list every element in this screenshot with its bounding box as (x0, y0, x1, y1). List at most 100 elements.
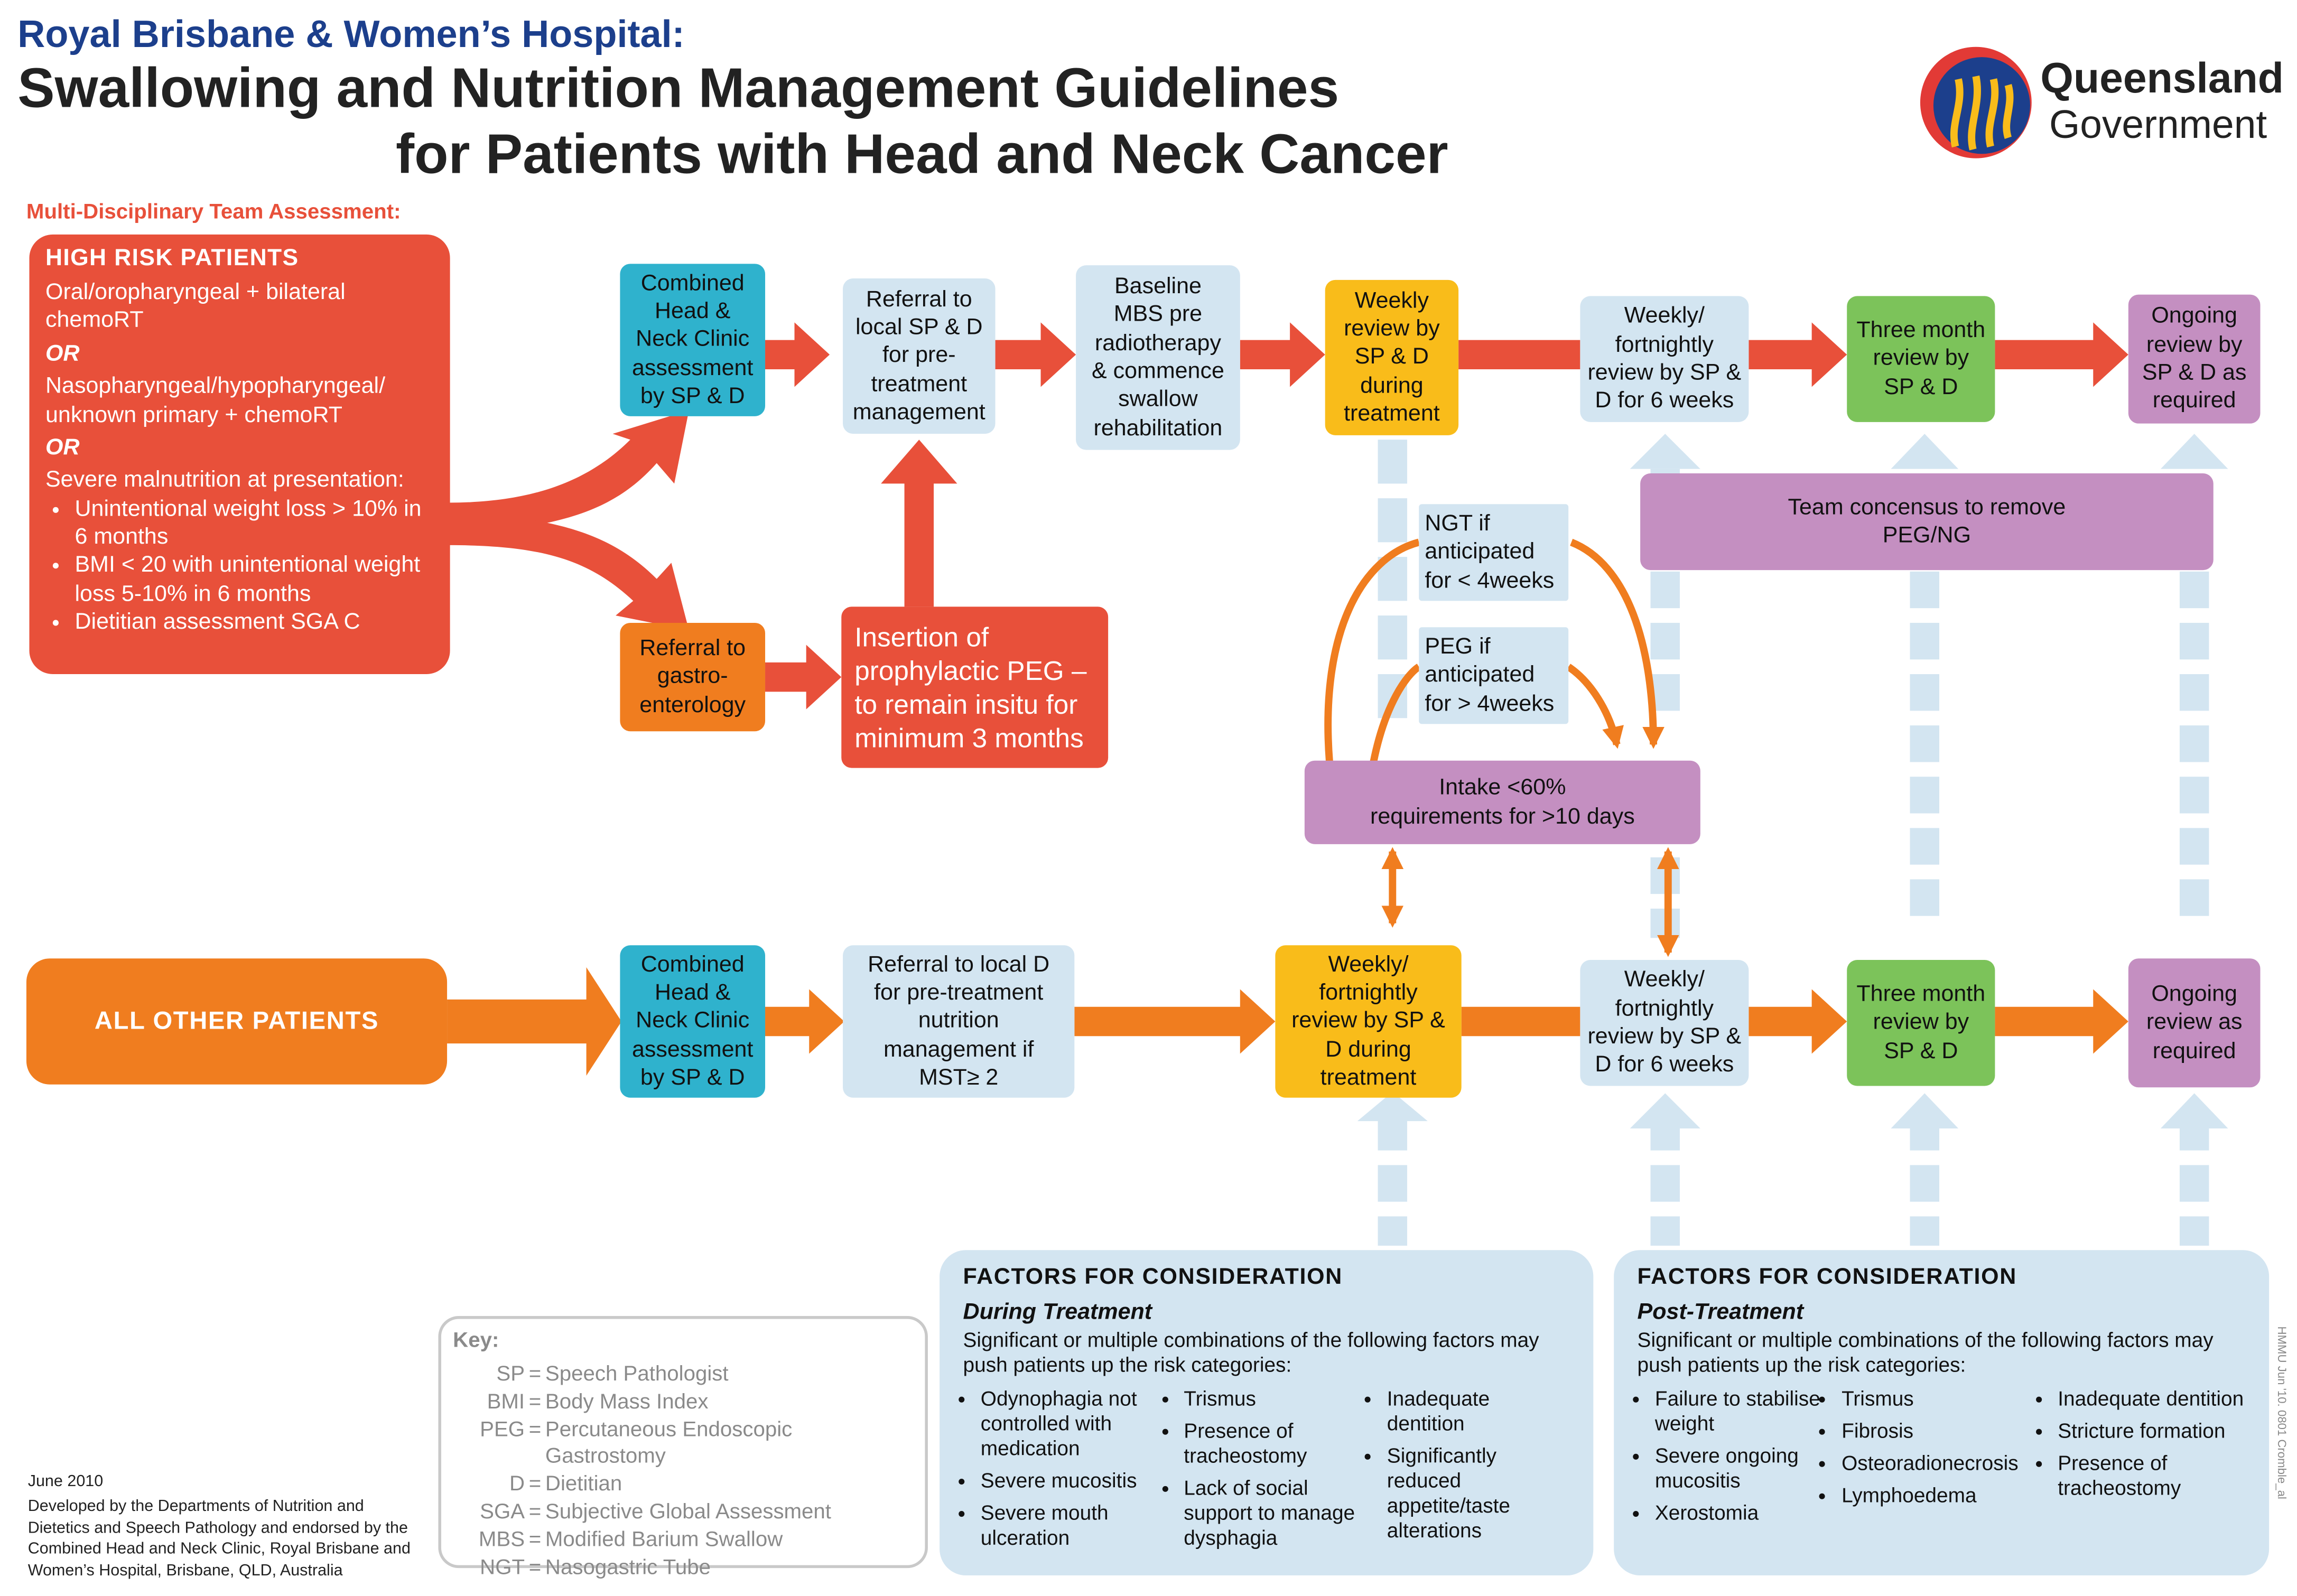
key-row: SP=Speech Pathologist (453, 1361, 913, 1389)
list-item: Stricture formation (2058, 1418, 2246, 1443)
key-abbr: NGT (480, 1556, 525, 1580)
criterion-nasopharyngeal: Nasopharyngeal/hypopharyngeal/ unknown p… (45, 374, 386, 427)
list-item: Lack of social support to manage dysphag… (1184, 1476, 1369, 1551)
key-full: Modified Barium Swallow (545, 1528, 783, 1552)
peg-insertion-text: Insertion of prophylactic PEG – to remai… (854, 621, 1087, 754)
box-line: enterology (639, 693, 746, 718)
baseline-mbs-box: Baseline MBS pre radiotherapy & commence… (1076, 265, 1240, 450)
bottom-three-month-box: Three month review by SP & D (1847, 959, 1995, 1086)
box-line: NGT if (1425, 511, 1490, 537)
qld-government-logo: Queensland Government (1914, 41, 2284, 161)
key-row: MBS=Modified Barium Swallow (453, 1527, 913, 1554)
footer-code: HMMU Jun '10. 0801 Cromble_al (2275, 1326, 2289, 1499)
box-line: SP & D (1884, 375, 1958, 400)
key-abbr: SP (496, 1362, 525, 1386)
list-item: Presence of tracheostomy (1184, 1418, 1369, 1469)
box-line: for pre-treatment (874, 980, 1044, 1005)
box-line: review by SP & (1587, 360, 1742, 386)
factors-intro: Significant or multiple combinations of … (963, 1327, 1539, 1376)
key-abbr: SGA (480, 1500, 525, 1525)
box-line: required (2152, 389, 2236, 414)
key-title: Key: (453, 1329, 499, 1353)
bottom-clinic-assessment-box: Combined Head & Neck Clinic assessment b… (620, 945, 766, 1098)
box-line: Weekly/ (1624, 967, 1705, 993)
or-label: OR (45, 341, 80, 366)
list-item: Severe ongoing mucositis (1655, 1444, 1824, 1494)
box-line: D for 6 weeks (1595, 1052, 1734, 1078)
box-line: treatment (1344, 402, 1440, 427)
list-item: Fibrosis (1842, 1418, 2040, 1443)
mdt-label: Multi-Disciplinary Team Assessment: (26, 201, 401, 225)
top-weekly-during-box: Weekly review by SP & D during treatment (1325, 279, 1459, 435)
ngt-condition-box: NGT if anticipated for < 4weeks (1419, 504, 1569, 601)
factors-intro: Significant or multiple combinations of … (1637, 1327, 2214, 1376)
box-line: Neck Clinic (636, 327, 750, 352)
box-line: PEG if (1425, 634, 1491, 660)
key-abbr: BMI (487, 1390, 525, 1414)
peg-condition-box: PEG if anticipated for > 4weeks (1419, 627, 1569, 724)
box-line: Neck Clinic (636, 1009, 750, 1034)
key-row: BMI=Body Mass Index (453, 1389, 913, 1416)
logo-government: Government (2049, 102, 2267, 147)
factors-columns: Odynophagia not controlled with medicati… (963, 1386, 1570, 1558)
box-line: rehabilitation (1093, 416, 1223, 441)
box-line: review by (1873, 346, 1969, 371)
box-line: anticipated (1425, 539, 1535, 565)
key-full: Subjective Global Assessment (545, 1500, 831, 1525)
all-other-patients-box: ALL OTHER PATIENTS (26, 958, 448, 1085)
factors-during-treatment-panel: FACTORS FOR CONSIDERATION During Treatme… (940, 1250, 1594, 1576)
high-risk-heading: HIGH RISK PATIENTS (45, 246, 299, 272)
box-line: Head & (654, 298, 731, 324)
criterion-malnutrition: Severe malnutrition at presentation: (45, 468, 404, 493)
box-line: Head & (654, 980, 731, 1005)
box-line: Combined (640, 270, 745, 296)
box-line: PEG/NG (1882, 523, 1971, 548)
box-line: by SP & D (640, 384, 745, 409)
box-line: for > 4weeks (1425, 691, 1555, 716)
factors-column: Odynophagia not controlled with medicati… (963, 1386, 1167, 1558)
key-row: SGA=Subjective Global Assessment (453, 1499, 913, 1527)
box-line: fortnightly (1615, 996, 1714, 1021)
factors-column: Trismus Fibrosis Osteoradionecrosis Lymp… (1824, 1386, 2040, 1533)
box-line: MST≥ 2 (919, 1065, 999, 1091)
list-item: Significantly reduced appetite/taste alt… (1387, 1444, 1570, 1544)
factors-column: Inadequate dentition Stricture formation… (2040, 1386, 2246, 1533)
intake-box: Intake <60% requirements for >10 days (1304, 760, 1700, 844)
box-line: SP & D as (2142, 360, 2247, 386)
box-line: Referral to (866, 286, 972, 312)
or-label: OR (45, 435, 80, 460)
box-line: treatment (871, 371, 968, 397)
bottom-weekly-post-box: Weekly/ fortnightly review by SP & D for… (1580, 959, 1749, 1086)
box-line: by SP & D (640, 1065, 745, 1091)
list-item: Lymphoedema (1842, 1483, 2040, 1508)
box-line: Intake <60% (1439, 775, 1566, 800)
box-line: Ongoing (2151, 982, 2237, 1007)
bottom-ongoing-box: Ongoing review as required (2128, 958, 2261, 1088)
factors-post-treatment-panel: FACTORS FOR CONSIDERATION Post-Treatment… (1614, 1250, 2270, 1576)
box-line: Combined (640, 951, 745, 977)
box-line: fortnightly (1615, 332, 1714, 357)
factors-subheading: During Treatment (963, 1300, 1152, 1325)
list-item: Odynophagia not controlled with medicati… (981, 1386, 1166, 1461)
qld-emblem-icon (1920, 46, 2032, 158)
bottom-weekly-during-box: Weekly/ fortnightly review by SP & D dur… (1275, 945, 1462, 1098)
box-line: review by SP & (1587, 1024, 1742, 1050)
box-line: SP & D (1884, 1038, 1958, 1064)
factors-heading: FACTORS FOR CONSIDERATION (963, 1264, 1343, 1290)
factors-column: Trismus Presence of tracheostomy Lack of… (1166, 1386, 1370, 1558)
criterion-oral: Oral/oropharyngeal + bilateral chemoRT (45, 279, 346, 333)
box-line: for < 4weeks (1425, 568, 1555, 593)
top-referral-box: Referral to local SP & D for pre- treatm… (843, 278, 996, 434)
top-ongoing-box: Ongoing review by SP & D as required (2128, 294, 2261, 424)
box-line: review by (2146, 332, 2243, 357)
box-line: management if (883, 1037, 1034, 1062)
key-abbr: MBS (478, 1528, 525, 1552)
list-item: Trismus (1184, 1386, 1369, 1411)
abbreviation-key: Key: SP=Speech Pathologist BMI=Body Mass… (438, 1316, 928, 1580)
box-line: Weekly/ (1624, 303, 1705, 329)
list-item: Unintentional weight loss > 10% in 6 mon… (75, 495, 434, 552)
box-line: management (852, 400, 985, 425)
page-title-line2: for Patients with Head and Neck Cancer (395, 124, 1448, 186)
